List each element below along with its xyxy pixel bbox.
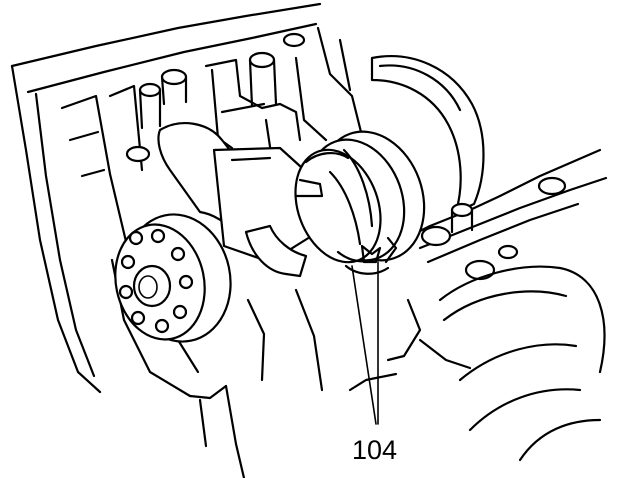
thrust-bearing-assembly (294, 130, 426, 275)
crank-counterweight (370, 55, 485, 214)
block-top-studs (125, 32, 306, 163)
engine-block-casting (10, 2, 322, 400)
leader-line-left (351, 265, 377, 425)
callout-104-leaders (351, 261, 379, 425)
crank-flange (114, 213, 232, 343)
callout-104-label: 104 (352, 435, 397, 465)
block-right-side (348, 148, 608, 462)
lower-casting (198, 288, 324, 478)
